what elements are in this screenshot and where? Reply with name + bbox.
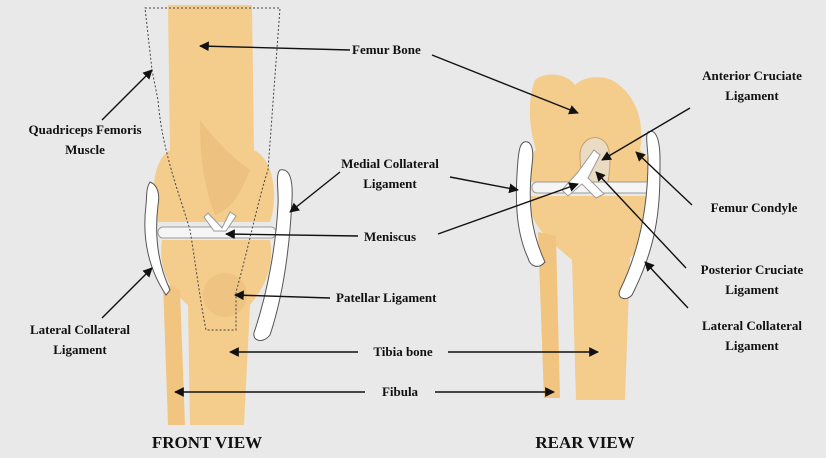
front-knee [145,5,292,425]
front-view-title: FRONT VIEW [152,433,262,452]
label-anterior-cruciate-line1: Anterior Cruciate [702,68,802,83]
arrow-quadriceps [102,70,152,120]
rear-view-title: REAR VIEW [535,433,634,452]
rear-knee [516,75,660,400]
labels: Femur Bone Quadriceps Femoris Muscle Med… [28,42,803,452]
label-medial-collateral-line2: Ligament [363,176,417,191]
label-lateral-collateral-left-line2: Ligament [53,342,107,357]
front-fibula-bone [163,282,185,425]
label-patellar-ligament: Patellar Ligament [336,290,437,305]
arrow-medial-collateral-rear [450,177,518,190]
label-lateral-collateral-right-line2: Ligament [725,338,779,353]
label-quadriceps-line2: Muscle [65,142,105,157]
label-anterior-cruciate-line2: Ligament [725,88,779,103]
label-posterior-cruciate-line1: Posterior Cruciate [701,262,804,277]
label-fibula: Fibula [382,384,419,399]
arrow-lateral-collateral-left [102,268,152,318]
arrow-lateral-collateral-rear [645,262,688,308]
label-quadriceps-line1: Quadriceps Femoris [28,122,141,137]
label-tibia-bone: Tibia bone [373,344,433,359]
label-medial-collateral-line1: Medial Collateral [341,156,439,171]
label-femur-bone: Femur Bone [352,42,421,57]
label-lateral-collateral-left-line1: Lateral Collateral [30,322,130,337]
label-lateral-collateral-right-line1: Lateral Collateral [702,318,802,333]
label-femur-condyle: Femur Condyle [711,200,798,215]
label-meniscus: Meniscus [364,229,416,244]
arrow-medial-collateral-front [290,172,340,212]
label-posterior-cruciate-line2: Ligament [725,282,779,297]
